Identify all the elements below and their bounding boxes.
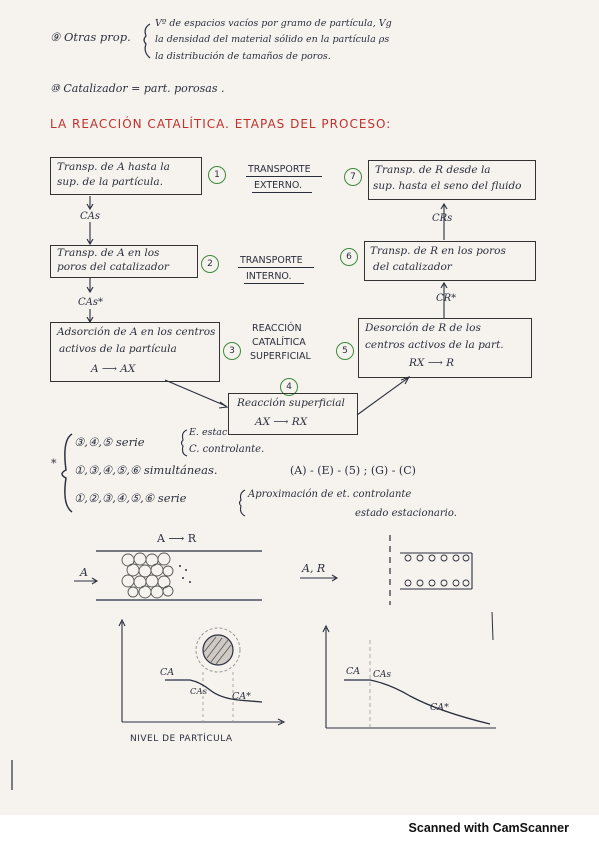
label-externo-2: EXTERNO. <box>254 180 302 191</box>
underline-externo-1 <box>246 176 322 177</box>
label-interno-1: TRANSPORTE <box>240 255 303 266</box>
label-superficial-3: SUPERFICIAL <box>250 351 311 362</box>
series-row3-opt2: estado estacionario. <box>355 508 457 519</box>
reactor-reaction-label: A ⟶ R <box>157 532 196 545</box>
box7-line2: sup. hasta el seno del fluido <box>373 180 522 192</box>
label-interno-2: INTERNO. <box>246 271 292 282</box>
box5-line2: centros activos de la part. <box>365 339 504 351</box>
particle-hatch <box>203 636 232 665</box>
cas-star-label: CAs* <box>78 297 104 308</box>
item10-marker: ⑩ <box>50 82 60 95</box>
box6-line2: del catalizador <box>373 261 452 273</box>
series-row1-opt2: C. controlante. <box>189 444 265 455</box>
series-row2-steps: ①,③,④,⑤,⑥ simultáneas. <box>74 463 218 477</box>
box-step3: Adsorción de A en los centros activos de… <box>50 322 220 382</box>
particle <box>202 634 234 666</box>
box1-line1: Transp. de A hasta la <box>57 161 170 173</box>
box7-line1: Transp. de R desde la <box>375 164 491 176</box>
profile-curve-1 <box>165 679 263 703</box>
scanner-watermark: Scanned with CamScanner <box>408 821 569 835</box>
graph1-cas-label: CAs <box>190 687 208 697</box>
cr-star-label: CR* <box>436 293 457 304</box>
item9-line2: la densidad del material sólido en la pa… <box>155 34 390 45</box>
graph1-castar-label: CA* <box>232 691 251 702</box>
box2-line2: poros del catalizador <box>57 261 169 273</box>
vertical-mark <box>491 611 494 641</box>
item9-line1: Vº de espacios vacíos por gramo de partí… <box>155 18 392 29</box>
graph2-castar-label: CA* <box>430 702 449 713</box>
series-row1-steps: ③,④,⑤ serie <box>74 435 145 449</box>
notebook-paper <box>0 0 599 815</box>
box4-line2: AX ⟶ RX <box>255 416 308 428</box>
step6-circle: 6 <box>340 248 358 266</box>
reactor-inlet-label: A <box>80 566 88 579</box>
box3-line2: activos de la partícula <box>59 343 177 355</box>
box-step7: Transp. de R desde la sup. hasta el seno… <box>368 160 536 200</box>
box-step1: Transp. de A hasta la sup. de la partícu… <box>50 157 202 195</box>
box-step2: Transp. de A en los poros del catalizado… <box>50 245 198 278</box>
item9-marker: ⑨ <box>50 30 61 44</box>
step4-circle: 4 <box>280 378 298 396</box>
graph2-ca-label: CA <box>346 666 361 677</box>
series-row2-detail: (A) - (E) - (5) ; (G) - (C) <box>290 464 416 477</box>
brace-item9 <box>143 23 151 59</box>
step7-circle: 7 <box>344 168 362 186</box>
right-beads <box>404 554 470 587</box>
item10: ⑩ Catalizador = part. porosas . <box>50 82 225 95</box>
section-title: LA REACCIÓN CATALÍTICA. ETAPAS DEL PROCE… <box>50 117 392 131</box>
step2-circle: 2 <box>201 255 219 273</box>
label-superficial-1: REACCIÓN <box>252 323 302 334</box>
box6-line1: Transp. de R en los poros <box>370 245 506 257</box>
item9-line3: la distribución de tamaños de poros. <box>155 51 331 62</box>
step5-circle: 5 <box>336 342 354 360</box>
box3-line3: A ⟶ AX <box>91 363 136 375</box>
box2-line1: Transp. de A en los <box>57 247 160 259</box>
box5-line1: Desorción de R de los <box>365 322 481 334</box>
series-bullet: * <box>51 457 57 470</box>
brace-row1 <box>180 429 188 457</box>
series-row3-steps: ①,②,③,④,⑤,⑥ serie <box>74 491 187 505</box>
item10-text: Catalizador = part. porosas . <box>63 82 225 95</box>
item9-title: Otras prop. <box>63 30 131 44</box>
box-step4: Reacción superficial AX ⟶ RX <box>228 393 358 435</box>
brace-series-left <box>61 433 73 513</box>
reactor-outlet-label: A, R <box>302 562 326 575</box>
box-step6: Transp. de R en los poros del catalizado… <box>364 241 536 281</box>
graph1-ca-label: CA <box>160 667 175 678</box>
cas-label: CAs <box>80 211 101 222</box>
graph1-xlabel: NIVEL DE PARTÍCULA <box>130 734 233 744</box>
crs-label: CRs <box>432 213 453 224</box>
arrow-4-to-5 <box>356 377 409 416</box>
label-superficial-2: CATALÍTICA <box>252 337 306 348</box>
dots-after-bed <box>179 565 191 583</box>
profile-curve-2 <box>344 679 491 725</box>
box4-line1: Reacción superficial <box>237 397 345 409</box>
box3-line1: Adsorción de A en los centros <box>57 326 216 338</box>
scanner-footer: Scanned with CamScanner <box>0 815 599 848</box>
step1-circle: 1 <box>208 166 226 184</box>
box1-line2: sup. de la partícula. <box>57 176 163 188</box>
graph2-cas-label: CAs <box>373 670 392 680</box>
box-step5: Desorción de R de los centros activos de… <box>358 318 532 378</box>
brace-row3 <box>238 489 246 517</box>
step3-circle: 3 <box>223 342 241 360</box>
series-row3-opt1: Aproximación de et. controlante <box>248 489 412 500</box>
underline-interno-1 <box>238 267 314 268</box>
catalyst-bed <box>121 552 174 599</box>
label-externo-1: TRANSPORTE <box>248 164 311 175</box>
arrow-3-to-4 <box>164 379 227 407</box>
underline-interno-2 <box>244 283 304 284</box>
item9-label: ⑨ Otras prop. <box>50 31 131 44</box>
underline-externo-2 <box>252 192 312 193</box>
box5-line3: RX ⟶ R <box>409 357 455 369</box>
series-row1-opt1: E. estac. <box>189 427 231 438</box>
particle-halo <box>195 627 241 673</box>
